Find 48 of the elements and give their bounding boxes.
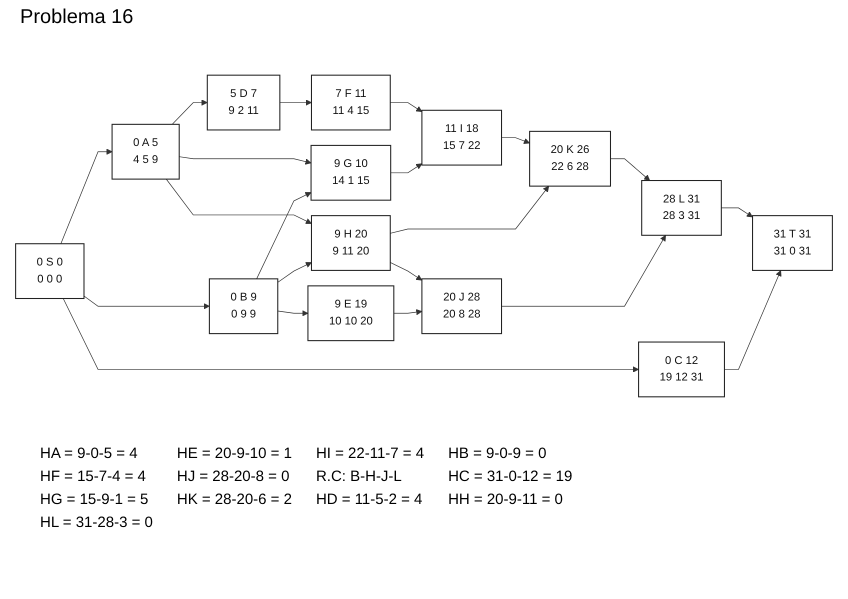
node-box: 28 L 31 28 3 31 bbox=[641, 180, 722, 236]
node-box: 11 I 18 15 7 22 bbox=[421, 110, 502, 166]
node-box: 9 G 10 14 1 15 bbox=[310, 144, 392, 201]
node-box: 20 J 28 20 8 28 bbox=[421, 278, 502, 334]
slack-formula: HE = 20-9-10 = 1 bbox=[176, 445, 292, 462]
node-box: 9 H 20 9 11 20 bbox=[310, 215, 391, 271]
node-box: 0 B 9 0 9 9 bbox=[208, 278, 278, 334]
node-box: 5 D 7 9 2 11 bbox=[206, 74, 280, 130]
arrow bbox=[166, 178, 312, 224]
arrow bbox=[256, 192, 312, 280]
arrow bbox=[277, 262, 312, 283]
arrow bbox=[610, 158, 650, 181]
slack-formula: HG = 15-9-1 = 5 bbox=[40, 491, 150, 508]
slack-formula: HI = 22-11-7 = 4 bbox=[316, 445, 424, 462]
arrow bbox=[172, 99, 208, 125]
node-box: 20 K 26 22 6 28 bbox=[529, 130, 612, 187]
arrow bbox=[720, 208, 753, 218]
slack-formula: HB = 9-0-9 = 0 bbox=[448, 445, 548, 462]
arrow bbox=[84, 296, 210, 310]
arrow bbox=[390, 186, 550, 234]
slack-formula: HH = 20-9-11 = 0 bbox=[448, 491, 564, 508]
arrow bbox=[390, 102, 422, 112]
slack-formula: HC = 31-0-12 = 19 bbox=[448, 468, 572, 485]
arrow bbox=[390, 163, 422, 174]
slack-formula: HF = 15-7-4 = 4 bbox=[40, 468, 147, 485]
arrow bbox=[280, 99, 312, 106]
slack-formula: HA = 9-0-5 = 4 bbox=[40, 445, 139, 462]
arrow bbox=[501, 137, 530, 144]
slack-formula: HL = 31-28-3 = 0 bbox=[40, 514, 153, 531]
arrow bbox=[178, 156, 312, 165]
arrow bbox=[501, 235, 666, 307]
arrow bbox=[724, 270, 782, 370]
slack-formula: HK = 28-20-6 = 2 bbox=[176, 491, 292, 508]
node-box: 31 T 31 31 0 31 bbox=[752, 215, 833, 271]
slack-formula: HJ = 28-20-8 = 0 bbox=[176, 468, 290, 485]
node-box: 0 C 12 19 12 31 bbox=[638, 342, 725, 398]
node-box: 7 F 11 11 4 15 bbox=[310, 74, 391, 130]
node-box: 9 E 19 10 10 20 bbox=[307, 285, 394, 342]
node-box: 0 S 0 0 0 0 bbox=[15, 243, 85, 300]
diagram-title: Problema 16 bbox=[20, 6, 134, 29]
slack-formula: HD = 11-5-2 = 4 bbox=[316, 491, 424, 508]
node-box: 0 A 5 4 5 9 bbox=[112, 124, 180, 180]
arrow bbox=[62, 298, 639, 373]
arrow bbox=[277, 310, 308, 316]
slack-formula: R.C: B-H-J-L bbox=[316, 468, 403, 485]
arrow bbox=[393, 309, 422, 316]
arrow bbox=[390, 262, 422, 281]
arrow bbox=[60, 148, 112, 244]
